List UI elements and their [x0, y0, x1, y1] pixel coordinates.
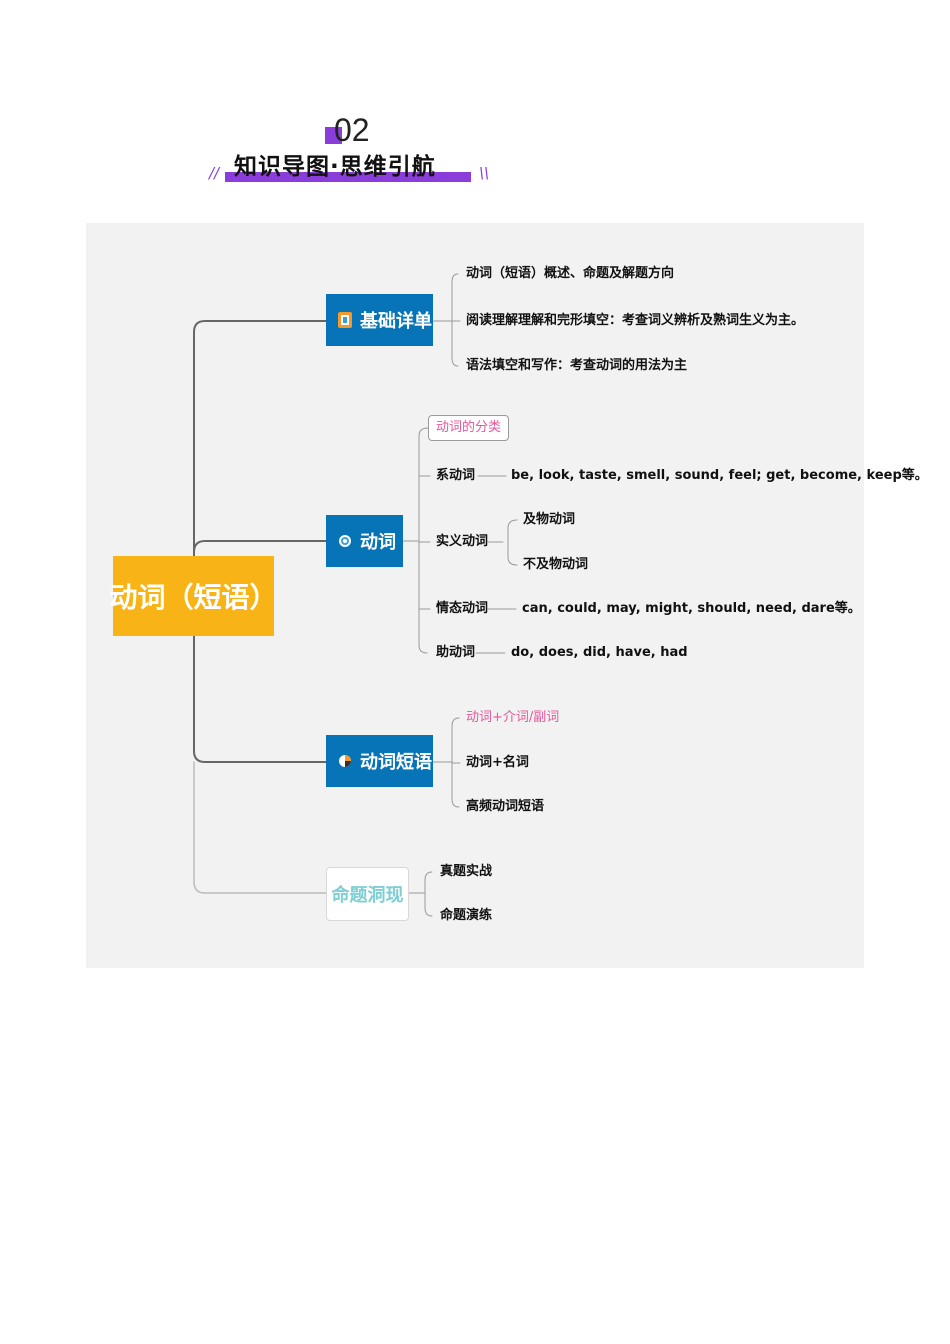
- notional-verb-label: 实义动词: [436, 534, 489, 549]
- linking-verb-examples: be, look, taste, smell, sound, feel; get…: [511, 468, 928, 483]
- basics-item-grammar: 语法填空和写作：考查动词的用法为主: [466, 358, 688, 373]
- auxiliary-verb-examples: do, does, did, have, had: [511, 645, 688, 660]
- phrase-verb-noun: 动词+名词: [466, 755, 529, 770]
- header-right-mark: \\: [479, 164, 490, 182]
- verb-classification-tag: 动词的分类: [428, 415, 510, 441]
- root-node: 动词（短语）: [110, 556, 278, 636]
- branch-verbs-label: 动词: [360, 532, 396, 553]
- target-icon: [338, 533, 352, 549]
- auxiliary-verb-label: 助动词: [436, 645, 476, 660]
- exam-real-practice: 真题实战: [440, 864, 493, 879]
- modal-verb-examples: can, could, may, might, should, need, da…: [522, 601, 861, 616]
- page-title: 知识导图·思维引航: [234, 154, 436, 180]
- branch-verb-phrases: 动词短语: [326, 735, 433, 787]
- book-icon: [338, 312, 352, 328]
- basics-item-reading: 阅读理解理解和完形填空：考查词义辨析及熟词生义为主。: [466, 313, 805, 328]
- transitive-verb-label: 及物动词: [523, 512, 576, 527]
- branch-basics: 基础详单: [326, 294, 433, 346]
- linking-verb-label: 系动词: [436, 468, 476, 483]
- branch-verb-phrases-label: 动词短语: [360, 752, 432, 773]
- pie-chart-icon: [338, 753, 352, 769]
- modal-verb-label: 情态动词: [436, 601, 489, 616]
- phrase-high-frequency: 高频动词短语: [466, 799, 545, 814]
- branch-exam-insight: 命题洞现: [326, 867, 409, 921]
- branch-basics-label: 基础详单: [360, 311, 432, 332]
- basics-item-overview: 动词（短语）概述、命题及解题方向: [466, 266, 675, 281]
- section-number: 02: [334, 112, 370, 148]
- section-number-block: [325, 127, 342, 144]
- header-highlight-bar: [225, 172, 471, 182]
- header-left-mark: //: [209, 164, 220, 182]
- intransitive-verb-label: 不及物动词: [523, 557, 589, 572]
- exam-drill: 命题演练: [440, 908, 493, 923]
- branch-verbs: 动词: [326, 515, 403, 567]
- phrase-verb-prep-adv: 动词+介词/副词: [466, 710, 560, 725]
